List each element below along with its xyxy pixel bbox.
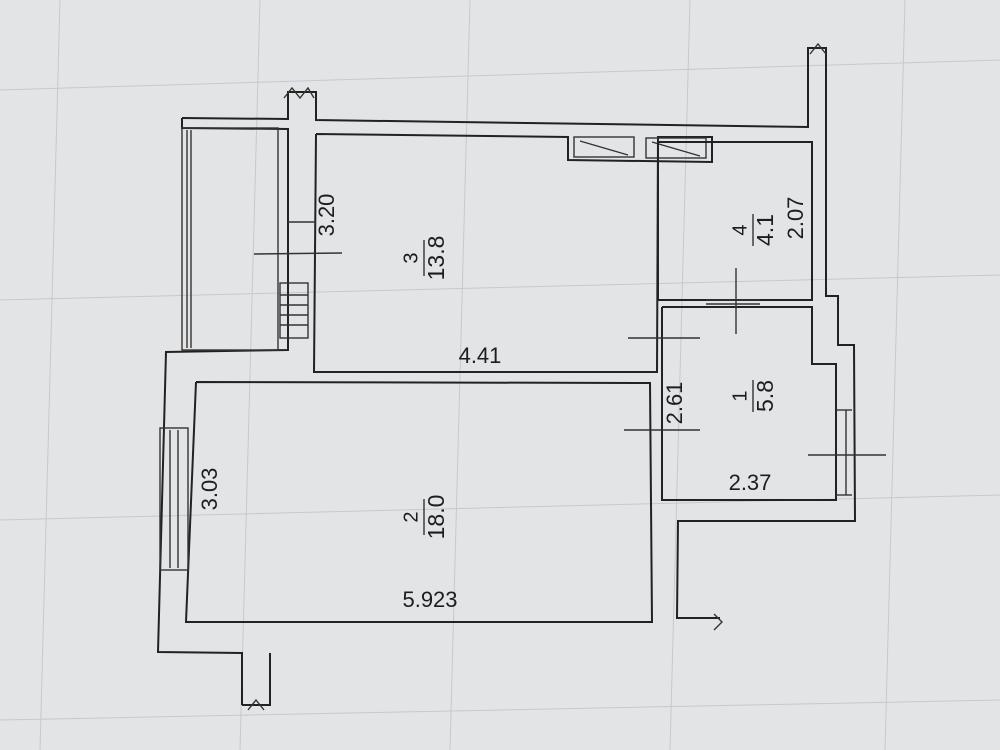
- dimension-label: 4.41: [459, 343, 502, 368]
- dimension-label: 2.61: [662, 382, 687, 425]
- room-number: 2: [400, 511, 422, 522]
- room-number: 4: [729, 224, 751, 235]
- room-3: [279, 133, 713, 373]
- dimension-label: 2.37: [729, 470, 772, 495]
- dimension-label: 3.03: [197, 468, 222, 511]
- dimension-label: 2.07: [783, 197, 808, 240]
- room-area: 4.1: [752, 214, 778, 246]
- dimension-label: 3.20: [314, 194, 339, 237]
- room-label-3: 3 13.8: [400, 236, 449, 281]
- room-number: 3: [400, 252, 422, 263]
- room-number: 1: [729, 390, 751, 401]
- room-label-4: 4 4.1: [729, 214, 778, 246]
- room-area: 18.0: [423, 495, 449, 540]
- room-label-1: 1 5.8: [729, 380, 778, 412]
- room-area: 5.8: [752, 380, 778, 412]
- balcony: [181, 127, 279, 351]
- room-4: [657, 141, 813, 305]
- room-label-2: 2 18.0: [400, 495, 449, 540]
- dimension-label: 5.923: [402, 587, 457, 612]
- room-1: [661, 306, 852, 501]
- room-area: 13.8: [423, 236, 449, 281]
- room-2: [159, 381, 654, 623]
- dimension-ticks: [253, 221, 886, 456]
